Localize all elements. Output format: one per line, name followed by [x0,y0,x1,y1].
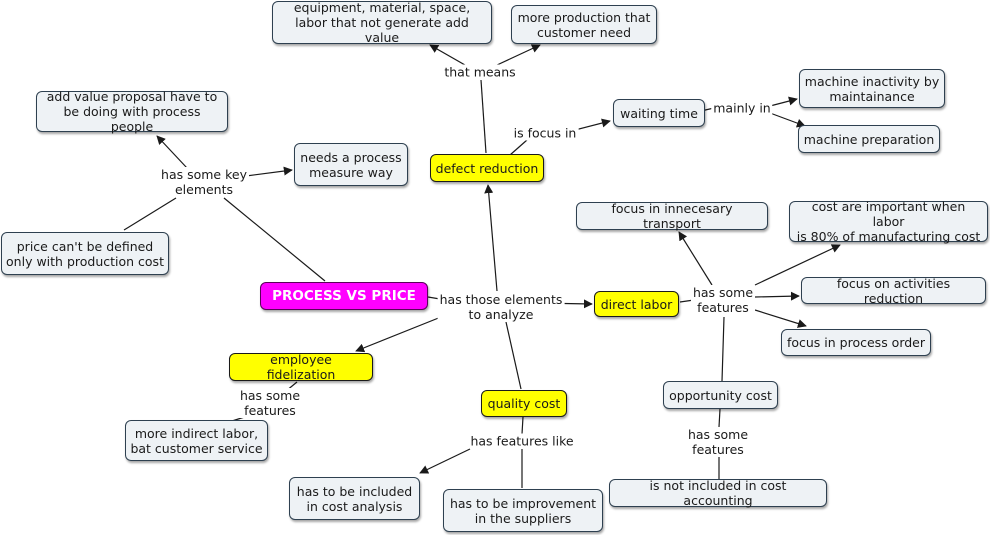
main-concept-process-vs-price[interactable]: PROCESS VS PRICE [260,282,428,310]
node-process-measure[interactable]: needs a process measure way [294,143,408,186]
link-featureslike-to-included [419,448,471,474]
node-employee-fidelization[interactable]: employee fidelization [229,352,373,382]
label-employee-features: has some features [237,388,303,418]
label-opportunity-features: has some features [685,427,751,457]
node-more-production[interactable]: more production that customer need [511,5,657,44]
node-process-order[interactable]: focus in process order [781,329,931,356]
label-mainly-in: mainly in [711,100,773,116]
link-keyelements-to-measure [245,166,293,177]
link-elements-to-employee [355,314,447,353]
link-features-to-order [754,309,807,328]
link-opportunity-to-features [718,408,721,428]
node-activities-reduction[interactable]: focus on activities reduction [801,276,986,306]
node-equipment[interactable]: equipment, material, space, labor that n… [272,0,492,45]
link-main-to-keyelements [223,197,326,282]
link-features-to-transport [678,231,713,286]
node-innecesary-transport[interactable]: focus in innecesary transport [576,201,768,231]
link-thatmeans-to-production [496,44,541,66]
node-improvement-suppliers[interactable]: has to be improvement in the suppliers [443,489,603,532]
label-is-focus-in: is focus in [511,125,579,141]
link-elements-to-defect [484,184,498,292]
link-focus-to-waiting [574,118,611,131]
link-defect-to-thatmeans [480,79,487,154]
label-has-those-elements: has those elements to analyze [437,292,565,322]
node-quality-cost[interactable]: quality cost [481,390,567,417]
node-waiting-time[interactable]: waiting time [613,99,705,127]
label-that-means: that means [442,64,518,80]
link-defect-to-focus [509,139,528,156]
link-keyelements-to-addvalue [156,135,188,169]
node-direct-labor[interactable]: direct labor [594,291,679,317]
node-machine-preparation[interactable]: machine preparation [798,125,940,153]
link-thatmeans-to-equipment [429,44,466,66]
node-indirect-labor[interactable]: more indirect labor, bat customer servic… [125,420,268,461]
link-elements-to-quality [505,321,522,390]
link-mainly-to-preparation [769,112,806,128]
node-add-value-proposal[interactable]: add value proposal have to be doing with… [36,89,228,134]
node-price-cant-be-defined[interactable]: price can't be defined only with product… [1,232,169,275]
node-opportunity-cost[interactable]: opportunity cost [663,381,778,409]
node-machine-inactivity[interactable]: machine inactivity by maintainance [799,69,945,108]
node-not-included[interactable]: is not included in cost accounting [609,478,827,508]
link-features-to-opportunity [721,316,725,382]
link-quality-to-featureslike [521,416,524,435]
label-has-key-elements: has some key elements [159,167,249,197]
node-included-cost[interactable]: has to be included in cost analysis [289,477,420,520]
node-cost-important[interactable]: cost are important when labor is 80% of … [789,199,988,244]
link-features-to-cost [754,244,841,286]
link-keyelements-to-price [123,197,177,231]
label-direct-labor-features: has some features [690,285,756,315]
label-features-like: has features like [468,433,576,449]
link-features-to-activities [754,291,800,301]
node-defect-reduction[interactable]: defect reduction [430,154,544,182]
link-mainly-to-inactivity [769,96,798,107]
